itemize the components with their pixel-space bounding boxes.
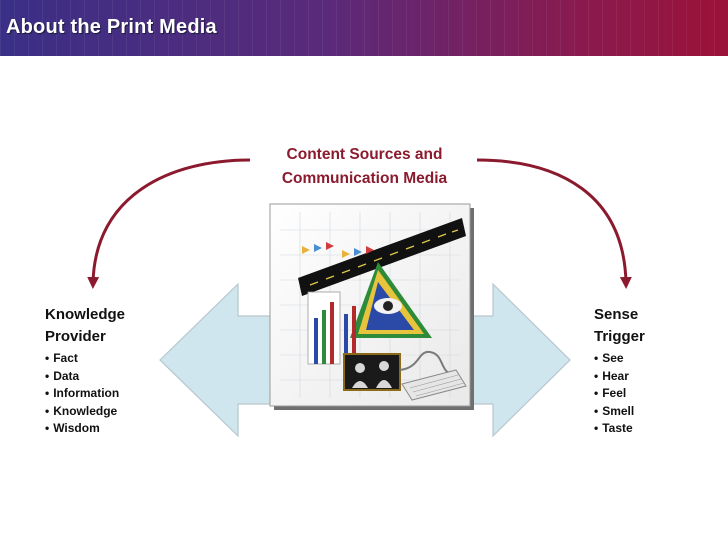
sense-trigger-panel: Sense Trigger See Hear Feel Smell Taste xyxy=(594,304,645,438)
knowledge-provider-panel: Knowledge Provider Fact Data Information… xyxy=(45,304,125,438)
knowledge-item-wisdom: Wisdom xyxy=(45,420,125,438)
knowledge-provider-title: Knowledge Provider xyxy=(45,304,125,348)
knowledge-provider-list: Fact Data Information Knowledge Wisdom xyxy=(45,350,125,438)
knowledge-item-data: Data xyxy=(45,368,125,386)
sense-item-smell: Smell xyxy=(594,403,645,421)
curved-arrow-right xyxy=(477,160,626,283)
sense-trigger-list: See Hear Feel Smell Taste xyxy=(594,350,645,438)
sense-trigger-title-line-1: Sense xyxy=(594,304,645,326)
knowledge-item-fact: Fact xyxy=(45,350,125,368)
curved-arrow-left xyxy=(93,160,250,283)
print-media-illustration xyxy=(270,204,474,410)
knowledge-item-knowledge: Knowledge xyxy=(45,403,125,421)
knowledge-provider-title-line-1: Knowledge xyxy=(45,304,125,326)
sense-item-taste: Taste xyxy=(594,420,645,438)
sense-item-feel: Feel xyxy=(594,385,645,403)
sense-item-hear: Hear xyxy=(594,368,645,386)
sense-trigger-title-line-2: Trigger xyxy=(594,326,645,348)
knowledge-provider-title-line-2: Provider xyxy=(45,326,125,348)
sense-item-see: See xyxy=(594,350,645,368)
sense-trigger-title: Sense Trigger xyxy=(594,304,645,348)
knowledge-item-information: Information xyxy=(45,385,125,403)
